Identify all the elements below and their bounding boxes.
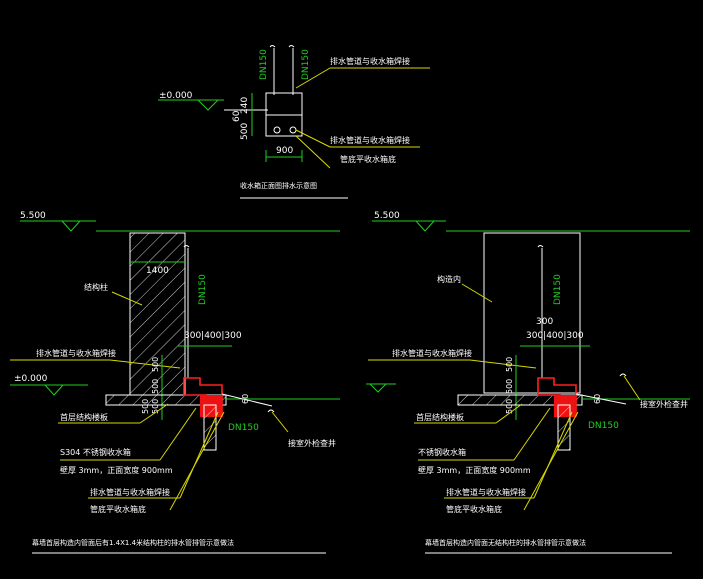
dn-horizontal: DN150	[588, 421, 619, 431]
dn-label-left: DN150	[259, 49, 269, 80]
label-flush: 管底平收水箱底	[446, 504, 502, 514]
caption-top: 收水箱正面图排水示意图	[240, 181, 317, 190]
label-flush: 管底平收水箱底	[90, 504, 146, 514]
label-outlet: 接室外检查井	[288, 438, 336, 448]
caption-left: 幕墙首层构造内管面后有1.4X1.4米结构柱的排水管排管示意做法	[32, 538, 234, 547]
label-outlet: 接室外检查井	[640, 399, 688, 409]
dn-vertical: DN150	[198, 274, 208, 305]
dim-240: 240	[240, 97, 250, 114]
label-box-spec: 壁厚 3mm，正面宽度 900mm	[60, 465, 173, 475]
right-detail: 5.500 构造内 DN150 300 300|400|300 排水管道与收水箱…	[366, 211, 690, 554]
dim-500b: 500	[151, 379, 160, 394]
label-weld-top: 排水管道与收水箱焊接	[330, 56, 410, 66]
dim-500c: 500	[151, 399, 160, 414]
label-column: 结构柱	[84, 282, 108, 292]
label-box-material: 不锈钢收水箱	[418, 447, 466, 457]
level-label: ±0.000	[159, 91, 193, 101]
dim-500a: 500	[505, 357, 514, 372]
dn-vertical: DN150	[553, 274, 563, 305]
dim-900: 900	[276, 146, 293, 156]
dims-300-400-300: 300|400|300	[526, 331, 584, 341]
label-weld-upper: 排水管道与收水箱焊接	[36, 348, 116, 358]
dim-500c: 500	[505, 399, 514, 414]
dim-60: 60	[241, 394, 250, 404]
dn-horizontal: DN150	[228, 423, 259, 433]
construction-zone	[483, 232, 581, 394]
label-weld-lower: 排水管道与收水箱焊接	[90, 487, 170, 497]
label-box-material: S304 不锈钢收水箱	[60, 447, 131, 457]
level-marker-icon	[44, 384, 64, 396]
level-marker-icon	[369, 383, 387, 393]
level-base-label: ±0.000	[14, 374, 48, 384]
label-weld-bottom: 排水管道与收水箱焊接	[330, 135, 410, 145]
dim-500a: 500	[151, 357, 160, 372]
left-detail: 5.500 1400 结构柱 DN150 300|400|300 排水管道与收水…	[10, 211, 340, 554]
dn-label-right: DN150	[301, 49, 311, 80]
label-floor: 首层结构楼板	[416, 412, 464, 422]
dims-300-400-300: 300|400|300	[184, 331, 242, 341]
dim-500: 500	[240, 123, 250, 140]
top-detail: ±0.000 DN150 DN150 240 60 500 900 排水管道与收…	[158, 45, 430, 199]
label-floor: 首层结构楼板	[60, 412, 108, 422]
label-column: 构造内	[437, 274, 461, 284]
level-top-label: 5.500	[374, 211, 400, 221]
caption-right: 幕墙首层构造内管面无结构柱的排水管排管示意做法	[425, 538, 586, 547]
dim-1400: 1400	[146, 266, 169, 276]
level-top-label: 5.500	[20, 211, 46, 221]
label-flush: 管底平收水箱底	[340, 154, 396, 164]
level-marker-icon	[61, 220, 81, 232]
drain-pipe-section	[557, 404, 571, 451]
level-marker-icon	[197, 99, 219, 111]
drain-pipe-section	[203, 404, 217, 451]
label-weld-lower: 排水管道与收水箱焊接	[446, 487, 526, 497]
dim-500d: 500	[141, 399, 150, 414]
dim-300-top: 300	[536, 317, 553, 327]
label-box-spec: 壁厚 3mm，正面宽度 900mm	[418, 465, 531, 475]
dim-60: 60	[232, 110, 242, 122]
level-marker-icon	[415, 220, 435, 232]
dim-500b: 500	[505, 379, 514, 394]
dim-60: 60	[593, 394, 602, 404]
label-weld-upper: 排水管道与收水箱焊接	[392, 348, 472, 358]
